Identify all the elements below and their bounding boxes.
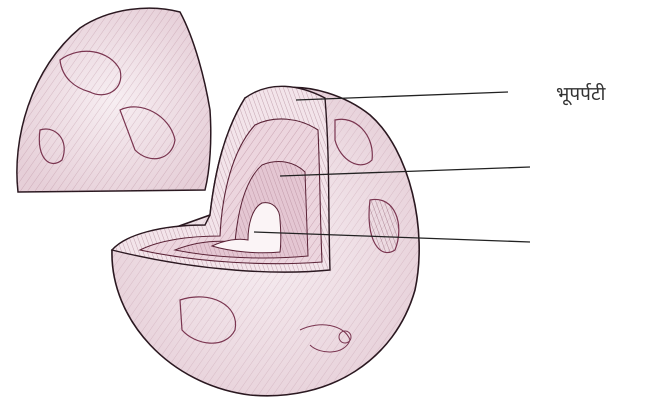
detached-wedge <box>17 8 211 192</box>
crust-label: भूपर्पटी <box>556 80 605 106</box>
